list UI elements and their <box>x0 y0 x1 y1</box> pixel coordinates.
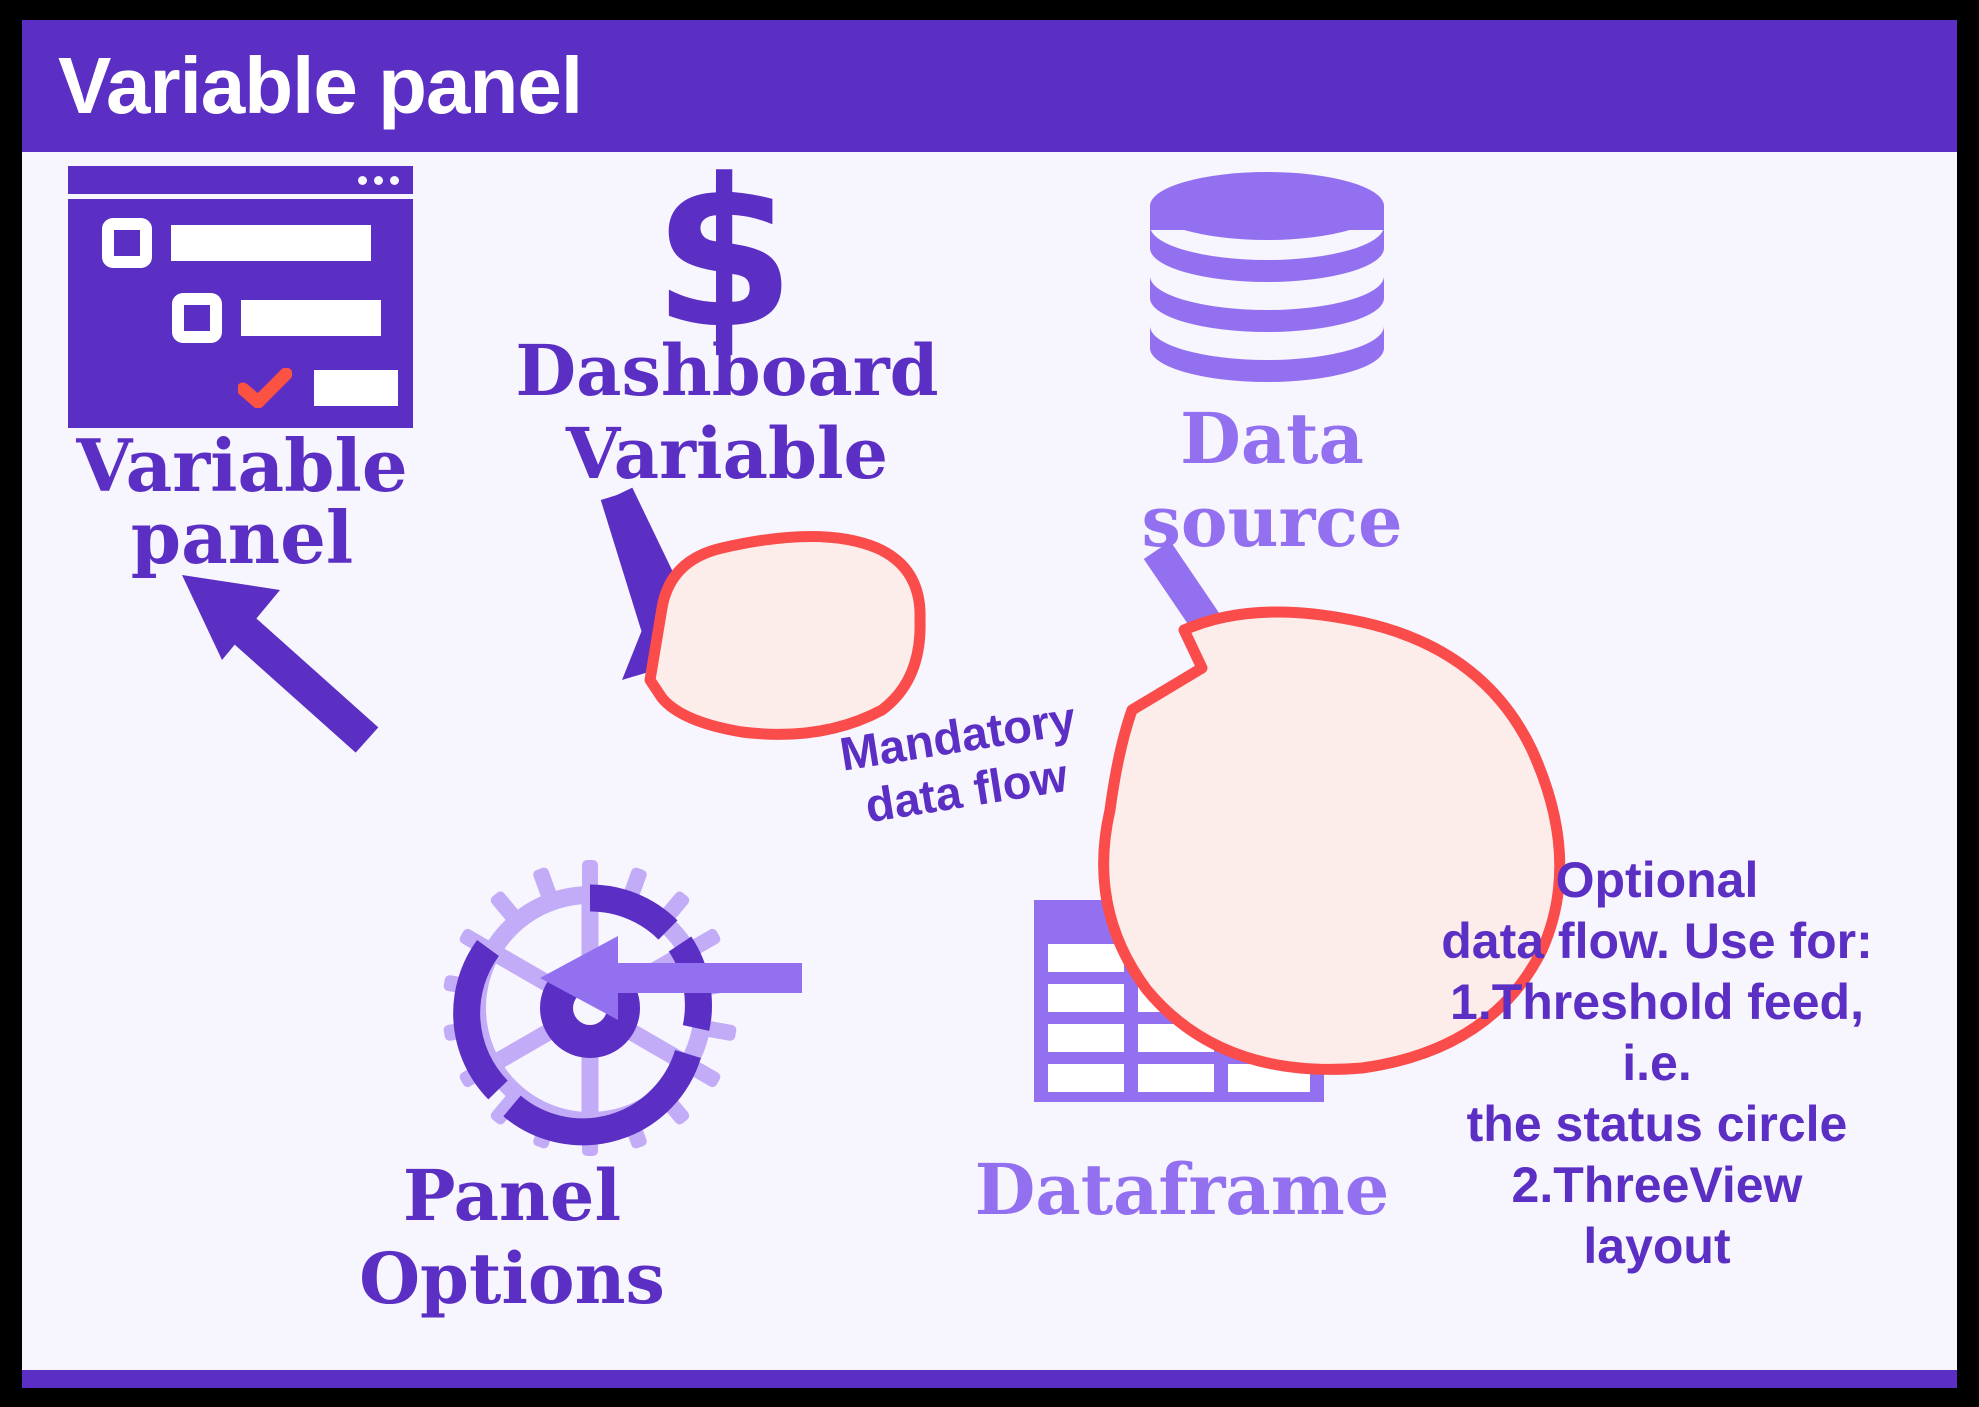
checkmark-icon <box>238 368 292 408</box>
mandatory-flow-callout-text: Mandatory data flow <box>836 691 1080 833</box>
diagram-card: Variable panel <box>22 20 1957 1388</box>
panel-options-label: Panel Options <box>359 1154 665 1320</box>
window-dots-icon <box>358 176 399 185</box>
variable-panel-label: Variable panel <box>76 423 408 580</box>
vp-window-titlebar <box>68 166 413 199</box>
bottom-strip <box>22 1370 1957 1388</box>
callout-mandatory-flow <box>644 531 926 740</box>
dollar-sign-icon: $ <box>652 136 796 374</box>
page-title: Variable panel <box>58 41 583 130</box>
arrow-panel-options-to-variable-panel <box>182 575 379 753</box>
checkbox-icon <box>172 293 222 343</box>
dashboard-variable-label: Dashboard Variable <box>515 329 939 495</box>
vp-option-row <box>238 368 398 408</box>
title-bar: Variable panel <box>22 20 1957 152</box>
arrow-dashboard-to-panel-options <box>600 487 722 680</box>
dataframe-label: Dataframe <box>974 1148 1390 1231</box>
arrow-data-source-to-dataframe <box>1143 541 1292 730</box>
gear-icon <box>440 858 740 1158</box>
table-grid-icon <box>1034 900 1324 1102</box>
optional-flow-callout-text: Optional data flow. Use for: 1.Threshold… <box>1441 852 1873 1274</box>
vp-option-row <box>172 293 381 343</box>
vp-field-bar <box>241 300 381 336</box>
vp-field-bar <box>314 370 398 406</box>
vp-option-row <box>102 218 371 268</box>
variable-panel-window-icon <box>68 166 413 428</box>
data-source-label: Data source <box>1141 397 1403 563</box>
vp-field-bar <box>171 225 371 261</box>
database-cylinder-icon <box>1147 170 1387 388</box>
checkbox-icon <box>102 218 152 268</box>
